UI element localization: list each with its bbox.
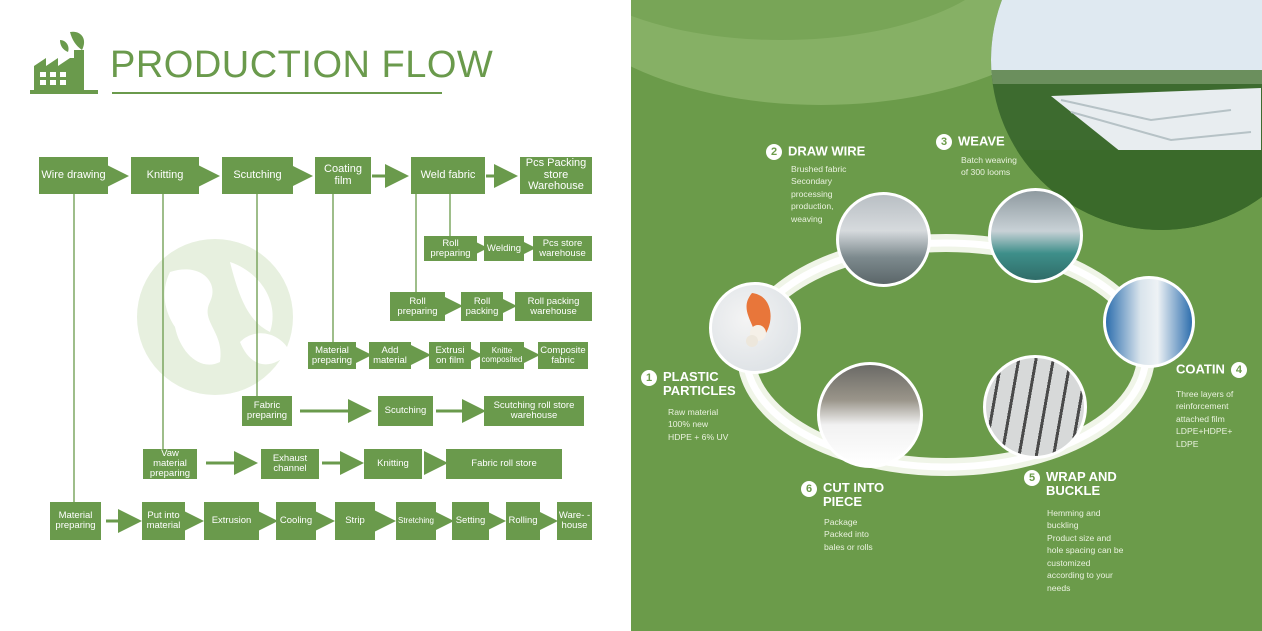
- flow-box: Knitting: [364, 449, 422, 479]
- wrap-buckle-photo: [983, 355, 1087, 459]
- flow-box: Weld fabric: [411, 157, 485, 194]
- flow-box: Coating film: [315, 157, 371, 194]
- flow-box: Exhaust channel: [261, 449, 319, 479]
- title-underline: [112, 92, 442, 94]
- step-number-badge: 5: [1024, 470, 1040, 486]
- flow-box: Roll packing: [461, 292, 503, 321]
- step-number-badge: 3: [936, 134, 952, 150]
- factory-icon: [30, 31, 98, 94]
- step-number-badge: 1: [641, 370, 657, 386]
- flow-box: Fabric preparing: [242, 396, 292, 426]
- flow-box: Rolling: [506, 502, 540, 540]
- cut-into-piece-photo: [817, 362, 923, 468]
- flow-box: Vaw material preparing: [143, 449, 197, 479]
- flow-box: Scutching roll store warehouse: [484, 396, 584, 426]
- flow-box: Material preparing: [308, 342, 356, 369]
- flow-box: Scutching: [378, 396, 433, 426]
- flow-box: Roll preparing: [424, 236, 477, 261]
- production-flow-panel: PRODUCTION FLOW: [30, 31, 592, 540]
- flow-box: Pcs Packing store Warehouse: [520, 157, 592, 194]
- flow-box: Composite fabric: [538, 342, 588, 369]
- flow-box: Knitte composited: [480, 342, 524, 369]
- flow-box: Setting: [452, 502, 489, 540]
- flow-box: Roll packing warehouse: [515, 292, 592, 321]
- flow-box: Add material: [369, 342, 411, 369]
- plastic-particles-photo: [709, 282, 801, 374]
- flow-box: Strip: [335, 502, 375, 540]
- step-number-badge: 4: [1230, 362, 1247, 378]
- draw-wire-photo: [836, 192, 931, 287]
- flow-box: Material preparing: [50, 502, 101, 540]
- page-title: PRODUCTION FLOW: [110, 44, 494, 86]
- flow-box: Pcs store warehouse: [533, 236, 592, 261]
- step-number-badge: 6: [801, 481, 817, 497]
- background-arcs: [631, 0, 1262, 476]
- flow-box: Knitting: [131, 157, 199, 194]
- flow-box: Welding: [484, 236, 524, 261]
- flow-box: Wire drawing: [39, 157, 108, 194]
- weave-photo: [988, 188, 1083, 283]
- flow-box: Ware- -house: [557, 502, 592, 540]
- flow-box: Roll preparing: [390, 292, 445, 321]
- flow-box: Fabric roll store: [446, 449, 562, 479]
- globe-leaf-icon: [137, 239, 293, 395]
- flow-box: Extrusi on film: [429, 342, 471, 369]
- step-number-badge: 2: [766, 144, 782, 160]
- flow-box: Stretching: [396, 502, 436, 540]
- coating-photo: [1103, 276, 1195, 368]
- flow-box: Cooling: [276, 502, 316, 540]
- flow-box: Extrusion: [204, 502, 259, 540]
- flow-connectors: [73, 164, 558, 533]
- flow-box: Put into material: [142, 502, 185, 540]
- flow-box: Scutching: [222, 157, 293, 194]
